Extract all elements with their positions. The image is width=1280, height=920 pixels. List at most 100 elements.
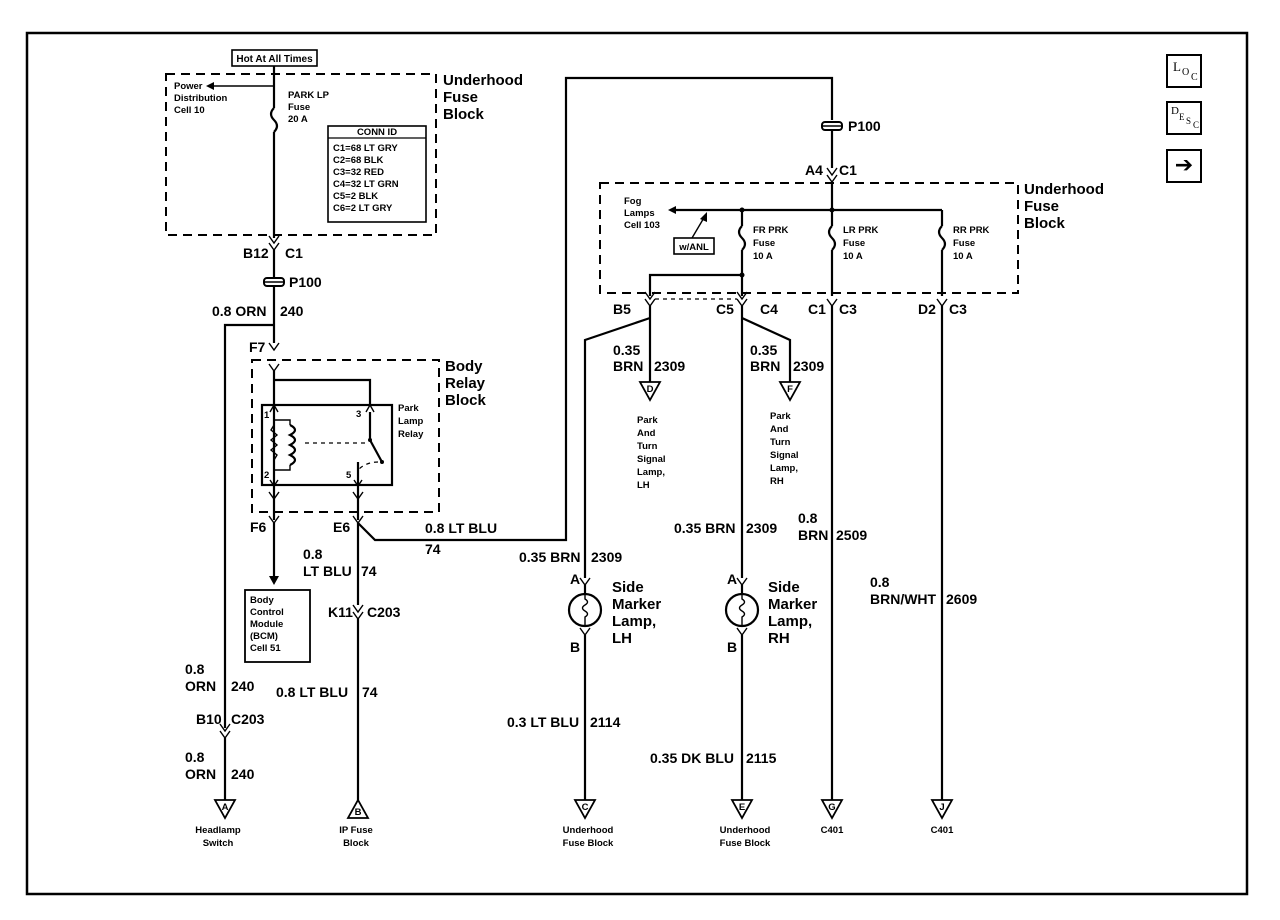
- bcm-2: Control: [250, 607, 284, 618]
- conn-d2: D2: [918, 301, 936, 317]
- sm-lh-l1: Side: [612, 579, 644, 596]
- loc-l: L: [1173, 59, 1181, 74]
- pin-5: 5: [346, 470, 352, 481]
- sm-lh-l2: Marker: [612, 596, 661, 613]
- power-dist-2: Distribution: [174, 93, 227, 104]
- bcm-4: (BCM): [250, 631, 278, 642]
- bcm-1: Body: [250, 595, 274, 606]
- park-lp-fuse-2: Fuse: [288, 102, 310, 113]
- b10-label: B10: [196, 711, 222, 727]
- term-c-l1: Underhood: [563, 825, 614, 836]
- term-g-l1: C401: [821, 825, 844, 836]
- sm-rh-l3: Lamp,: [768, 613, 812, 630]
- terminal-b: [346, 798, 370, 819]
- park-f-color: BRN: [750, 358, 780, 374]
- term-b-l1: IP Fuse: [339, 825, 373, 836]
- orn-size: 0.8: [185, 661, 205, 677]
- ltblu-num: 74: [361, 563, 377, 579]
- ltblu-size: 0.8: [303, 546, 323, 562]
- loc-o: O: [1182, 67, 1190, 78]
- term-j-letter: J: [939, 802, 944, 813]
- orn-color: ORN: [185, 678, 216, 694]
- park-d-color: BRN: [613, 358, 643, 374]
- fuse-block-top-title-2: Fuse: [443, 89, 478, 106]
- park-d-l1: Park: [637, 415, 658, 426]
- sm-lh-l4: LH: [612, 630, 632, 647]
- conn-c3a: C3: [839, 301, 857, 317]
- hot-label: Hot At All Times: [236, 54, 313, 65]
- conn-id-row-6: C6=2 LT GRY: [333, 203, 393, 214]
- term-b-l2: Block: [343, 838, 370, 849]
- pin-2: 2: [264, 470, 269, 481]
- fuse-block-right-title-1: Underhood: [1024, 181, 1104, 198]
- c1-label-left: C1: [285, 245, 303, 261]
- w-anl-box: [673, 237, 715, 255]
- conn-id-row-2: C2=68 BLK: [333, 155, 384, 166]
- lr-fuse-3: 10 A: [843, 251, 863, 262]
- sm-rh-num: 2309: [746, 520, 777, 536]
- terminal-e: [730, 799, 754, 820]
- c203b-label: C203: [231, 711, 265, 727]
- park-f-l6: RH: [770, 476, 784, 487]
- conn-c1: C1: [808, 301, 826, 317]
- park-d-size: 0.35: [613, 342, 640, 358]
- diagram-frame: [25, 31, 1249, 896]
- sm-rh-l1: Side: [768, 579, 800, 596]
- fog-2: Lamps: [624, 208, 655, 219]
- relay-block-title-3: Block: [445, 392, 487, 409]
- term-e-l1: Underhood: [720, 825, 771, 836]
- sm-lh-out-num: 2114: [590, 714, 621, 730]
- body-relay-block: [251, 359, 440, 513]
- conn-c3b: C3: [949, 301, 967, 317]
- fog-3: Cell 103: [624, 220, 660, 231]
- sm-rh-out-wire: 0.35 DK BLU: [650, 750, 734, 766]
- ltblu-num2: 74: [362, 684, 378, 700]
- sm-rh-pin-a: A: [727, 571, 737, 587]
- relay-block-title-2: Relay: [445, 375, 486, 392]
- park-d-l3: Turn: [637, 441, 658, 452]
- conn-id-title: CONN ID: [357, 127, 397, 138]
- wire-240: 240: [280, 303, 304, 319]
- arrow-right-icon: ➔: [1174, 153, 1194, 178]
- loc-button[interactable]: L O C: [1166, 54, 1202, 88]
- fuse-block-top-title-3: Block: [443, 106, 485, 123]
- desc-button[interactable]: D E S C: [1166, 101, 1202, 135]
- park-f-l1: Park: [770, 411, 791, 422]
- conn-id-row-3: C3=32 RED: [333, 167, 384, 178]
- p100-left: P100: [289, 274, 322, 290]
- term-a-l2: Switch: [203, 838, 234, 849]
- park-f-l3: Turn: [770, 437, 791, 448]
- w-anl-label: w/ANL: [678, 242, 709, 253]
- conn-b5: B5: [613, 301, 631, 317]
- park-f-l5: Lamp,: [770, 463, 798, 474]
- orn-size2: 0.8: [185, 749, 205, 765]
- term-g-letter: G: [828, 802, 835, 813]
- park-d-l5: Lamp,: [637, 467, 665, 478]
- park-lp-fuse-1: PARK LP: [288, 90, 330, 101]
- desc-s: S: [1186, 116, 1192, 126]
- park-d-l6: LH: [637, 480, 650, 491]
- fuse-block-right-title-2: Fuse: [1024, 198, 1059, 215]
- brn2509-num: 2509: [836, 527, 867, 543]
- rr-fuse-3: 10 A: [953, 251, 973, 262]
- park-d-l2: And: [637, 428, 656, 439]
- term-e-letter: E: [739, 802, 745, 813]
- conn-id-row-4: C4=32 LT GRN: [333, 179, 399, 190]
- term-c-letter: C: [582, 802, 589, 813]
- next-arrow-button[interactable]: ➔: [1166, 149, 1202, 183]
- term-j-l1: C401: [931, 825, 954, 836]
- ltblu-wire2: 0.8 LT BLU: [276, 684, 348, 700]
- brnwht-size: 0.8: [870, 574, 890, 590]
- conn-id-row-5: C5=2 BLK: [333, 191, 378, 202]
- f7-label: F7: [249, 339, 266, 355]
- term-e-l2: Fuse Block: [720, 838, 771, 849]
- park-lamp-relay-box: [260, 403, 394, 487]
- terminal-a: [213, 799, 237, 820]
- sm-rh-pin-b: B: [727, 639, 737, 655]
- orn-color2: ORN: [185, 766, 216, 782]
- fr-fuse-2: Fuse: [753, 238, 775, 249]
- c1-label-right: C1: [839, 162, 857, 178]
- desc-e: E: [1179, 112, 1185, 122]
- sm-lh-l3: Lamp,: [612, 613, 656, 630]
- sm-lh-out-wire: 0.3 LT BLU: [507, 714, 579, 730]
